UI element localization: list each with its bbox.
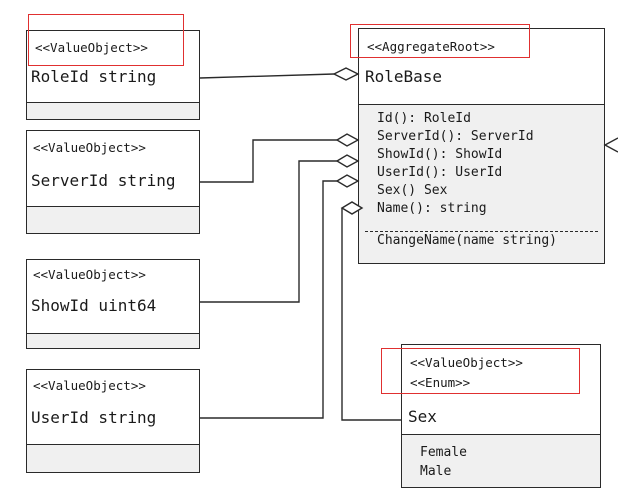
incoming-arrow [603, 137, 618, 153]
aggregation-diamond-show-id [335, 154, 360, 168]
member-show-id: ShowId(): ShowId [377, 147, 503, 162]
method-divider [365, 231, 598, 232]
link-user-id [200, 180, 337, 419]
class-role-base-header: <<AggregateRoot>> RoleBase [359, 29, 604, 105]
method-change-name: ChangeName(name string) [377, 233, 558, 248]
class-role-base-members: Id(): RoleId ServerId(): ServerId ShowId… [359, 105, 604, 263]
class-role-base: <<AggregateRoot>> RoleBase Id(): RoleId … [358, 28, 605, 264]
class-name: ShowId uint64 [31, 296, 157, 315]
class-user-id: <<ValueObject>> UserId string [26, 369, 200, 473]
enum-value-female: Female [420, 445, 467, 460]
aggregation-diamond-role-id [332, 67, 360, 81]
class-name: ServerId string [31, 171, 176, 190]
class-show-id-compartment [27, 334, 199, 348]
member-user-id: UserId(): UserId [377, 165, 503, 180]
class-role-id: <<ValueObject>> RoleId string [26, 30, 200, 120]
stereotype-label: <<ValueObject>> [410, 355, 523, 370]
highlight-role-base-stereotype [350, 24, 530, 58]
class-role-id-compartment [27, 103, 199, 119]
enum-value-male: Male [420, 464, 452, 479]
stereotype-label: <<ValueObject>> [33, 267, 146, 282]
class-name: Sex [408, 407, 437, 426]
class-show-id-header: <<ValueObject>> ShowId uint64 [27, 260, 199, 334]
link-role-id [199, 73, 335, 79]
member-server-id: ServerId(): ServerId [377, 129, 534, 144]
class-user-id-header: <<ValueObject>> UserId string [27, 370, 199, 445]
class-sex: <<ValueObject>> <<Enum>> Sex Female Male [401, 344, 601, 488]
aggregation-diamond-server-id [335, 133, 360, 147]
aggregation-diamond-user-id [335, 174, 360, 188]
stereotype-label: <<AggregateRoot>> [367, 39, 495, 54]
class-name: RoleId string [31, 67, 157, 86]
link-server-id [200, 139, 337, 183]
stereotype-label: <<ValueObject>> [33, 140, 146, 155]
class-name: RoleBase [365, 67, 443, 86]
class-show-id: <<ValueObject>> ShowId uint64 [26, 259, 200, 349]
stereotype-label: <<ValueObject>> [33, 378, 146, 393]
class-name: UserId string [31, 408, 157, 427]
class-server-id: <<ValueObject>> ServerId string [26, 130, 200, 234]
class-role-id-header: <<ValueObject>> RoleId string [27, 31, 199, 103]
link-show-id [200, 160, 337, 303]
member-sex: Sex() Sex [377, 183, 448, 198]
stereotype-label: <<ValueObject>> [35, 40, 148, 55]
class-server-id-header: <<ValueObject>> ServerId string [27, 131, 199, 207]
member-id: Id(): RoleId [377, 111, 471, 126]
class-server-id-compartment [27, 207, 199, 233]
class-sex-header: <<ValueObject>> <<Enum>> Sex [402, 345, 600, 435]
member-name: Name(): string [377, 201, 487, 216]
class-sex-values: Female Male [402, 435, 600, 487]
aggregation-diamond-sex [340, 201, 364, 215]
highlight-sex-stereotypes [381, 348, 580, 394]
link-sex [341, 208, 401, 421]
stereotype-enum-label: <<Enum>> [410, 375, 471, 390]
highlight-role-id-stereotype [28, 14, 184, 66]
class-user-id-compartment [27, 445, 199, 472]
